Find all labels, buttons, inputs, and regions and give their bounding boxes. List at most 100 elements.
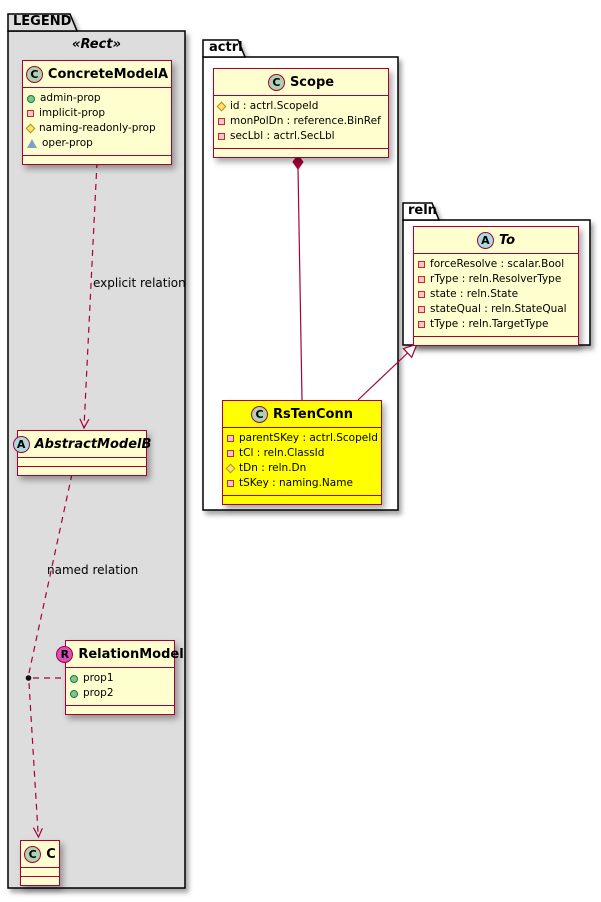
attribute: oper-prop bbox=[27, 136, 167, 151]
edge-composition-scope-rstenconn bbox=[292, 154, 304, 401]
visibility-icon bbox=[418, 276, 425, 283]
class-spot-icon: A bbox=[12, 435, 30, 453]
visibility-icon bbox=[418, 261, 425, 268]
attribute-text: implicit-prop bbox=[39, 107, 106, 119]
edge-named-relation bbox=[25, 473, 73, 839]
attribute-text: tCl : reln.ClassId bbox=[239, 447, 325, 459]
attribute: naming-readonly-prop bbox=[25, 121, 167, 136]
class-header: A To bbox=[414, 227, 578, 253]
class-concretemodela: C ConcreteModelA admin-prop implicit-pro… bbox=[22, 60, 172, 165]
attribute-text: rType : reln.ResolverType bbox=[430, 273, 562, 285]
class-header: C C bbox=[21, 841, 59, 867]
class-name: To bbox=[498, 232, 516, 248]
methods-compartment bbox=[223, 495, 381, 504]
attribute-text: state : reln.State bbox=[430, 288, 519, 300]
methods-compartment bbox=[23, 155, 171, 164]
class-spot-icon: R bbox=[56, 645, 74, 663]
composition-diamond-icon bbox=[292, 154, 304, 170]
visibility-icon bbox=[27, 94, 35, 103]
edge-label-named-relation: named relation bbox=[47, 563, 139, 577]
visibility-icon bbox=[27, 139, 37, 148]
attribute: secLbl : actrl.SecLbl bbox=[218, 129, 384, 144]
class-header: R RelationModel bbox=[56, 641, 184, 667]
methods-compartment bbox=[66, 705, 174, 714]
attribute: forceResolve : scalar.Bool bbox=[418, 257, 574, 272]
attribute-text: parentSKey : actrl.ScopeId bbox=[239, 432, 378, 444]
class-header: A AbstractModelB bbox=[12, 431, 151, 457]
class-name: Scope bbox=[289, 74, 335, 90]
package-legend-stereotype: «Rect» bbox=[72, 37, 121, 52]
methods-compartment bbox=[214, 148, 388, 157]
visibility-icon bbox=[218, 118, 225, 125]
attribute-text: tSKey : naming.Name bbox=[239, 477, 353, 489]
edge-label-explicit-relation: explicit relation bbox=[93, 276, 186, 290]
attribute-text: secLbl : actrl.SecLbl bbox=[230, 130, 335, 142]
class-name: RsTenConn bbox=[273, 406, 353, 422]
class-spot-icon: C bbox=[267, 73, 285, 91]
junction-dot-icon bbox=[25, 675, 32, 681]
package-actrl-tab bbox=[202, 39, 247, 58]
attributes-compartment: admin-prop implicit-prop naming-readonly… bbox=[23, 87, 171, 155]
class-spot-icon: A bbox=[476, 231, 494, 249]
package-reln-tab bbox=[402, 202, 441, 221]
attribute: id : actrl.ScopeId bbox=[216, 99, 384, 114]
class-abstractmodelb: A AbstractModelB bbox=[12, 430, 151, 476]
attribute-text: prop1 bbox=[83, 672, 114, 684]
visibility-icon bbox=[70, 689, 78, 698]
arrowhead-icon bbox=[79, 418, 90, 430]
package-legend-label: LEGEND bbox=[13, 14, 72, 29]
edge-explicit-relation bbox=[79, 161, 98, 430]
attributes-compartment: forceResolve : scalar.Bool rType : reln.… bbox=[414, 253, 578, 336]
class-name: RelationModel bbox=[78, 646, 184, 662]
class-to: A To forceResolve : scalar.Bool rType : … bbox=[413, 226, 579, 346]
attribute: admin-prop bbox=[27, 91, 167, 106]
attribute: tDn : reln.Dn bbox=[225, 461, 377, 476]
attributes-compartment bbox=[18, 457, 146, 466]
edge-generalization-rstenconn-to bbox=[357, 343, 419, 401]
visibility-icon bbox=[418, 321, 425, 328]
class-spot-icon: C bbox=[25, 65, 43, 83]
class-name: AbstractModelB bbox=[34, 436, 152, 452]
attribute: monPolDn : reference.BinRef bbox=[218, 114, 384, 129]
attribute-text: admin-prop bbox=[40, 92, 101, 104]
visibility-icon bbox=[216, 101, 227, 112]
attribute-text: forceResolve : scalar.Bool bbox=[430, 258, 565, 270]
class-name: C bbox=[46, 846, 56, 862]
visibility-icon bbox=[25, 123, 36, 134]
attributes-compartment: parentSKey : actrl.ScopeId tCl : reln.Cl… bbox=[223, 427, 381, 495]
visibility-icon bbox=[218, 133, 225, 140]
class-rstenconn: C RsTenConn parentSKey : actrl.ScopeId t… bbox=[222, 400, 382, 505]
attribute-text: monPolDn : reference.BinRef bbox=[230, 115, 381, 127]
methods-compartment bbox=[21, 876, 59, 885]
class-c: C C bbox=[20, 840, 60, 886]
generalization-arrow-icon bbox=[402, 343, 419, 359]
class-scope: C Scope id : actrl.ScopeId monPolDn : re… bbox=[213, 68, 389, 158]
package-actrl-label: actrl bbox=[209, 40, 243, 55]
attribute: tSKey : naming.Name bbox=[227, 476, 377, 491]
attribute-text: id : actrl.ScopeId bbox=[230, 100, 319, 112]
visibility-icon bbox=[418, 306, 425, 313]
attribute: stateQual : reln.StateQual bbox=[418, 302, 574, 317]
attribute-text: oper-prop bbox=[42, 137, 93, 149]
attribute-text: tType : reln.TargetType bbox=[430, 318, 549, 330]
attribute-text: tDn : reln.Dn bbox=[239, 462, 307, 474]
visibility-icon bbox=[225, 463, 236, 474]
visibility-icon bbox=[27, 110, 34, 117]
attribute: tCl : reln.ClassId bbox=[227, 446, 377, 461]
visibility-icon bbox=[227, 450, 234, 457]
visibility-icon bbox=[418, 291, 425, 298]
attribute: tType : reln.TargetType bbox=[418, 317, 574, 332]
class-spot-icon: C bbox=[251, 405, 269, 423]
class-spot-icon: C bbox=[24, 845, 42, 863]
attribute-text: naming-readonly-prop bbox=[39, 122, 156, 134]
attribute: rType : reln.ResolverType bbox=[418, 272, 574, 287]
attributes-compartment bbox=[21, 867, 59, 876]
attribute: state : reln.State bbox=[418, 287, 574, 302]
visibility-icon bbox=[227, 480, 234, 487]
visibility-icon bbox=[70, 674, 78, 683]
class-header: C ConcreteModelA bbox=[23, 61, 171, 87]
class-header: C RsTenConn bbox=[223, 401, 381, 427]
attribute: parentSKey : actrl.ScopeId bbox=[227, 431, 378, 446]
arrowhead-icon bbox=[32, 827, 43, 839]
